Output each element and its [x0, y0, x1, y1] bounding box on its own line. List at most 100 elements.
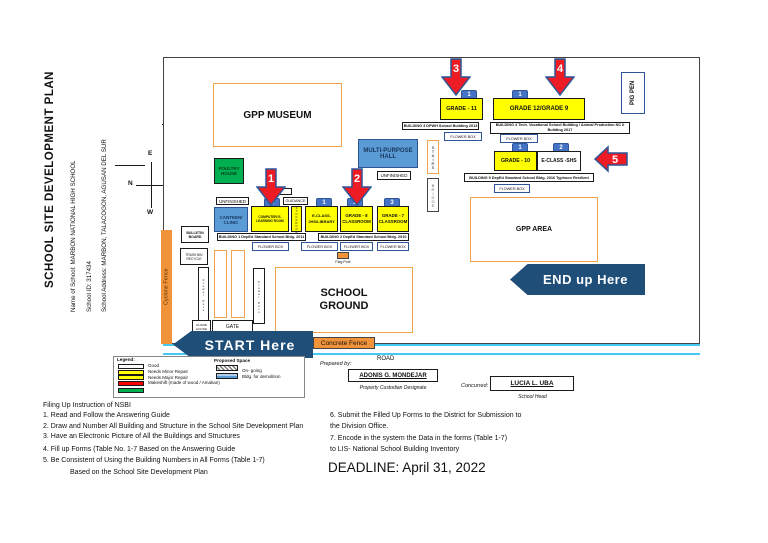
bulletin-board: BULLETIN BOARD: [181, 226, 209, 243]
computer-elearning-room: COMPUTER/ E-LEARNING ROOM: [251, 206, 289, 232]
instruction-item: 3. Have an Electronic Picture of All the…: [43, 433, 240, 440]
flower-box: FLOWER BOX: [301, 242, 338, 251]
flower-pots: Flower Pots: [253, 268, 265, 324]
fence-line-bottom: [163, 353, 700, 355]
legend-col2-title: Proposed Space: [214, 358, 250, 363]
gpp-area: GPP AREA: [470, 197, 598, 262]
fence-line-top: [163, 344, 700, 346]
pointer-arrow-5: 5: [594, 145, 628, 173]
building4-label: BUILDING 4 Tech. Vocational School Build…: [490, 122, 630, 134]
arrow-5-number: 5: [612, 154, 618, 166]
instruction-item: 6. Submit the Filled Up Forms to the Dis…: [330, 412, 522, 419]
end-up-here-banner: END up Here: [510, 264, 645, 295]
canteen-clinic-building: CANTEEN/ CLINIC: [214, 207, 248, 232]
pointer-arrow-3: 3: [441, 58, 471, 96]
flower-box: FLOWER BOX: [340, 242, 373, 251]
grade-8-classroom-building: GRADE - 8 CLASSROOM: [340, 206, 373, 232]
pointer-arrow-1: 1: [256, 168, 286, 206]
e-class-shs-building: E-CLASS -SHS: [537, 151, 581, 171]
road-label: ROAD: [377, 356, 395, 362]
legend-swatch-makeshift: [118, 380, 144, 386]
multi-purpose-hall-building: MULTI-PURPOSE HALL: [358, 139, 418, 168]
bridge-structure: BRIDGE: [427, 178, 439, 212]
concurred-label: Concurred:: [461, 383, 489, 389]
legend-label-ongoing: On- going: [242, 368, 262, 373]
unfinished-label: UNFINISHED: [377, 171, 411, 180]
building2-label: BUILDING 2 DepEd Standard School Bldg. 2…: [318, 233, 409, 241]
cyclone-fence: Cyclone Fence: [161, 230, 172, 344]
flower-box: FLOWER BOX: [444, 132, 482, 141]
instruction-item: 2. Draw and Number All Building and Stru…: [43, 423, 304, 430]
legend-label-demolition: Bldg. for demolition: [242, 374, 281, 379]
poultry-house-building: POULTRY HOUSE: [214, 158, 244, 184]
compass-horizontal-axis: [136, 185, 176, 186]
deadline-text: DEADLINE: April 31, 2022: [328, 460, 486, 475]
legend-swatch-minor: [118, 369, 144, 375]
building3-label: BUILDING 3 DPWH School Building 2013: [402, 122, 479, 130]
start-here-banner: START Here: [173, 331, 313, 358]
building1-label: BUILDING 1 DepEd Standard School Bldg. 2…: [217, 233, 306, 241]
flower-box: FLOWER BOX: [494, 184, 530, 193]
pointer-arrow-4: 4: [545, 58, 575, 96]
legend-swatch-ongoing: [216, 372, 238, 379]
instruction-item: the Division Office.: [330, 423, 389, 430]
trash-recycle-bin: TRASH BIN RECYCLE: [180, 248, 208, 265]
instruction-item: 4. Fill up Forms (Table No. 1-7 Based on…: [43, 446, 236, 453]
prepared-by-role: Property Custodian Designate: [359, 384, 427, 391]
prepared-by-name: ADONIS G. MONDEJAR: [348, 369, 438, 382]
instruction-item: 7. Encode in the system the Data in the …: [330, 435, 508, 442]
concrete-fence: Concrete Fence: [313, 337, 375, 349]
compass-east: E: [148, 150, 153, 157]
instruction-item: 5. Be Consistent of Using the Building N…: [43, 457, 265, 464]
arrow-1-number: 1: [268, 173, 274, 185]
legend-label-makeshift: Makeshift (made of wood / Amakan): [148, 380, 220, 385]
flag-pole-marker: [337, 252, 349, 259]
legend-swatch-major: [118, 375, 144, 380]
school-ground-area: SCHOOL GROUND: [275, 267, 413, 333]
grade-10-building: GRADE - 10: [494, 151, 537, 171]
grade-11-building: GRADE - 11: [440, 98, 483, 120]
compass-north: N: [128, 180, 133, 187]
building5-label: BUILDING 5 DepEd Standard School Bldg. 2…: [464, 173, 594, 182]
instruction-item: Based on the School Site Development Pla…: [70, 469, 208, 476]
gpp-museum-building: GPP MUSEUM: [213, 83, 342, 147]
instruction-item: 1. Read and Follow the Answering Guide: [43, 412, 170, 419]
e-class-jhs-library-building: E-CLASS. JHS/LIBRARY: [305, 206, 338, 232]
guidance-room-label: GUIDANCE: [283, 197, 308, 205]
compass-west: W: [147, 209, 154, 216]
instructions-title: Filing Up Instruction of NSBI: [43, 402, 131, 409]
flower-box: FLOWER BOX: [252, 242, 289, 251]
legend-label-good: Good: [148, 363, 160, 368]
arrow-3-number: 3: [453, 63, 459, 75]
legend-label-major: Needs Major Repair: [148, 374, 189, 380]
walkway: [231, 250, 245, 318]
flower-box: FLOWER BOX: [377, 242, 409, 251]
concurred-role: School Head: [518, 393, 547, 400]
stockroom: STOCKROOM: [291, 206, 302, 233]
grade-7-classroom-building: GRADE - 7 CLASSROOM: [377, 206, 409, 232]
grade-12-grade-9-building: GRADE 12/GRADE 9: [493, 98, 585, 120]
leader-line: [115, 165, 145, 166]
prepared-by-label: Prepared by:: [320, 361, 352, 367]
arrow-2-number: 2: [354, 173, 360, 185]
legend-label-minor: Needs Minor Repair: [148, 369, 189, 374]
school-id-label: School ID: 317434: [86, 261, 93, 312]
stairs-structure: STAIRS: [427, 140, 439, 174]
page-title: SCHOOL SITE DEVELOPMENT PLAN: [44, 71, 56, 289]
legend-swatch-proposed: [216, 365, 238, 371]
concurred-name: LUCIA L. UBA: [490, 376, 574, 391]
school-address-label: School Address: MARBON, TALACOGON, AGUSA…: [101, 139, 108, 312]
legend-swatch-good: [118, 363, 144, 369]
flower-box: FLOWER BOX: [500, 134, 538, 143]
flower-pots: Flower Pots: [198, 267, 209, 322]
instruction-item: to LIS- National School Building Invento…: [330, 446, 460, 453]
arrow-4-number: 4: [557, 63, 564, 75]
unfinished-label: UNFINISHED: [216, 197, 249, 205]
walkway: [214, 250, 227, 318]
school-name-label: Name of School: MARBON NATIONAL HIGH SCH…: [70, 160, 77, 312]
flag-pole-label: Flag Pole: [335, 260, 351, 264]
legend-title: Legend:: [117, 357, 135, 362]
pig-pen-building: PIG PEN: [621, 72, 645, 114]
legend-swatch-green: [118, 387, 144, 393]
